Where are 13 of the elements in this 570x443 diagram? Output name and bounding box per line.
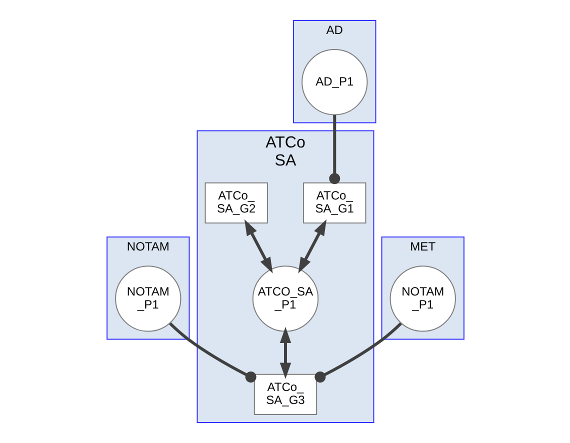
node-circle: NOTAM _P1 xyxy=(389,266,456,332)
node-circle: ATCO_SA _P1 xyxy=(252,266,318,332)
connector xyxy=(168,322,256,383)
connector xyxy=(328,114,340,184)
arrow xyxy=(298,219,326,274)
node-box: ATCo_ SA_G2 xyxy=(204,182,268,224)
arrow xyxy=(279,326,291,379)
arrow xyxy=(244,219,272,274)
node-box: ATCo_ SA_G3 xyxy=(253,374,317,415)
connector xyxy=(314,322,402,383)
node-box: ATCo_ SA_G1 xyxy=(302,182,366,224)
node-circle: AD_P1 xyxy=(301,49,368,116)
node-circle: NOTAM _P1 xyxy=(114,266,181,332)
